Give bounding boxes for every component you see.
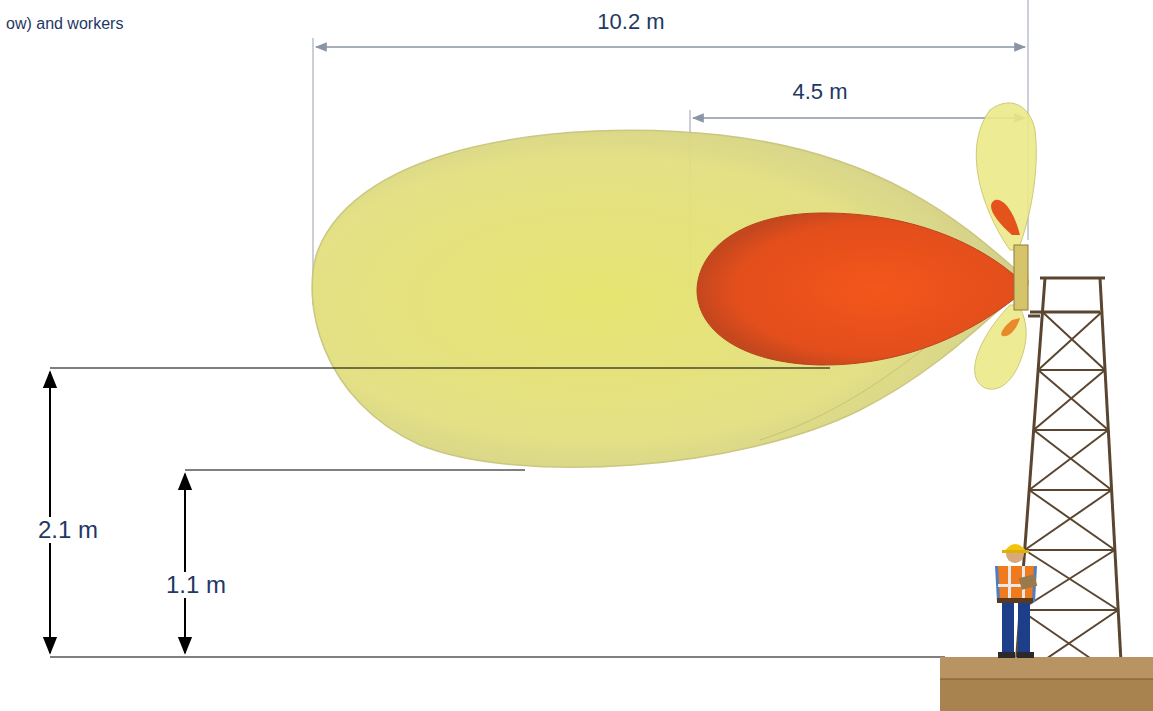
tower-brace xyxy=(1038,312,1102,370)
dimension-line xyxy=(316,46,1025,48)
antenna-panel xyxy=(1014,245,1028,310)
dimension-label: 10.2 m xyxy=(594,10,667,34)
tower-brace xyxy=(1029,430,1108,490)
height-arrow xyxy=(49,372,51,653)
tower-brace xyxy=(1038,369,1105,371)
tower-brace xyxy=(1025,490,1112,550)
main-lobe-inner xyxy=(697,213,1025,365)
reference-line xyxy=(185,469,525,470)
tower-brace xyxy=(1029,489,1111,491)
ground-line xyxy=(50,656,945,657)
lattice-tower xyxy=(1015,278,1122,680)
side-lobe xyxy=(976,103,1036,250)
reference-line xyxy=(50,367,830,368)
tower-brace xyxy=(1029,490,1115,550)
dimension-label: 2.1 m xyxy=(35,517,101,543)
tower-brace xyxy=(1034,370,1105,430)
tower-brace xyxy=(1034,429,1109,431)
caption-fragment: ow) and workers xyxy=(6,15,123,33)
side-lobe-inner xyxy=(991,200,1020,235)
tower-brace xyxy=(1025,550,1118,610)
platform xyxy=(940,657,1153,711)
tower-brace xyxy=(1025,549,1115,551)
height-arrow xyxy=(184,474,186,653)
dimension-label: 4.5 m xyxy=(789,80,850,104)
worker-figure xyxy=(995,544,1037,658)
main-lobe-outer xyxy=(312,130,1028,467)
tower-brace xyxy=(1020,609,1118,611)
tower-brace xyxy=(1042,312,1105,370)
tower-brace xyxy=(1038,370,1108,430)
dimension-label: 1.1 m xyxy=(163,572,229,598)
dimension-line xyxy=(693,117,1025,119)
tower-brace xyxy=(1034,430,1112,490)
